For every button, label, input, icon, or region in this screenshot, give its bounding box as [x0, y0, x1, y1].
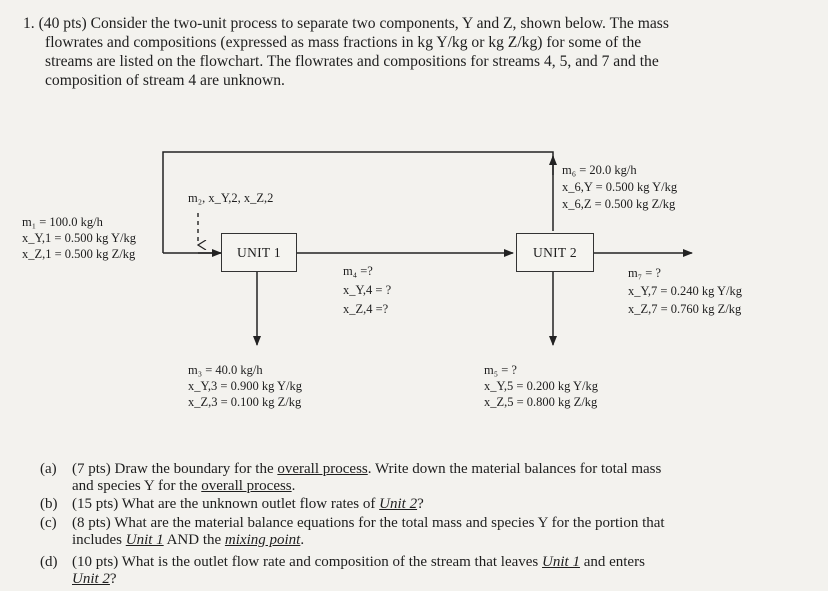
question-b-post: ?	[417, 496, 424, 512]
stream-4-label: m₄ =? x_Y,4 = ? x_Z,4 =?	[343, 262, 391, 319]
stream-3-flow: m₃ = 40.0 kg/h	[188, 363, 263, 377]
question-b: (b) (15 pts) What are the unknown outlet …	[40, 496, 800, 513]
stream-3-xy: x_Y,3 = 0.900 kg Y/kg	[188, 379, 303, 393]
question-c-pre: (8 pts) What are the material balance eq…	[72, 515, 665, 531]
question-c-cont-pre: includes	[72, 532, 126, 548]
stream-5-xz: x_Z,5 = 0.800 kg Z/kg	[484, 395, 598, 409]
unit-1-label: UNIT 1	[237, 244, 281, 260]
stream-4-flow: m₄ =?	[343, 264, 373, 278]
stream-6-xy: x_6,Y = 0.500 kg Y/kg	[562, 180, 678, 194]
stream-5-flow: m₅ = ?	[484, 363, 517, 377]
problem-line-1: Consider the two-unit process to separat…	[90, 15, 669, 32]
stream-3-label: m₃ = 40.0 kg/h x_Y,3 = 0.900 kg Y/kg x_Z…	[188, 362, 302, 410]
stream-1-flow: m₁ = 100.0 kg/h	[22, 215, 103, 229]
problem-points: (40 pts)	[38, 15, 87, 32]
stream-2-label: m₂, x_Y,2, x_Z,2	[188, 190, 273, 206]
question-d-cont-post: ?	[109, 571, 117, 587]
question-a-pre: (7 pts) Draw the boundary for the	[72, 461, 278, 477]
stream-4-xy: x_Y,4 = ?	[343, 283, 392, 297]
unit-2-box: UNIT 2	[516, 233, 594, 272]
stream-6-xz: x_6,Z = 0.500 kg Z/kg	[562, 197, 676, 211]
stream-6-label: m₆ = 20.0 kg/h x_6,Y = 0.500 kg Y/kg x_6…	[562, 162, 677, 213]
question-a-mid: . Write down the material balances for t…	[367, 461, 662, 477]
question-c-underline-2: mixing point	[224, 532, 301, 548]
problem-line-3: streams are listed on the flowchart. The…	[45, 53, 659, 70]
question-a-tag: (a)	[40, 461, 57, 477]
question-b-tag: (b)	[40, 496, 58, 512]
stream-1-label: m₁ = 100.0 kg/h x_Y,1 = 0.500 kg Y/kg x_…	[22, 214, 136, 262]
question-b-underline: Unit 2	[379, 496, 418, 512]
question-a: (a) (7 pts) Draw the boundary for the ove…	[40, 461, 800, 495]
stream-3-xz: x_Z,3 = 0.100 kg Z/kg	[188, 395, 302, 409]
question-a-cont-post: .	[291, 478, 296, 494]
question-d-underline-1: Unit 1	[542, 554, 580, 570]
question-c: (c) (8 pts) What are the material balance…	[40, 515, 800, 549]
stream-6-flow: m₆ = 20.0 kg/h	[562, 163, 637, 177]
problem-statement: 1. (40 pts) Consider the two-unit proces…	[23, 14, 808, 90]
stream-6-recycle-line	[162, 151, 554, 253]
question-c-cont-post: .	[300, 532, 305, 548]
question-d: (d) (10 pts) What is the outlet flow rate…	[40, 554, 800, 588]
problem-line-2: flowrates and compositions (expressed as…	[45, 34, 642, 51]
stream-1-xz: x_Z,1 = 0.500 kg Z/kg	[22, 247, 136, 261]
question-b-pre: (15 pts) What are the unknown outlet flo…	[72, 496, 380, 512]
question-c-tag: (c)	[40, 515, 57, 531]
question-c-underline-1: Unit 1	[125, 532, 164, 548]
problem-line-4: composition of stream 4 are unknown.	[45, 72, 285, 89]
stream-5-label: m₅ = ? x_Y,5 = 0.200 kg Y/kg x_Z,5 = 0.8…	[484, 362, 598, 410]
stream-7-flow: m₇ = ?	[628, 266, 661, 280]
unit-2-label: UNIT 2	[533, 244, 577, 260]
stream-5-xy: x_Y,5 = 0.200 kg Y/kg	[484, 379, 599, 393]
stream-7-label: m₇ = ? x_Y,7 = 0.240 kg Y/kg x_Z,7 = 0.7…	[628, 264, 742, 318]
stream-7-xy: x_Y,7 = 0.240 kg Y/kg	[628, 284, 743, 298]
question-d-pre: (10 pts) What is the outlet flow rate an…	[72, 554, 543, 570]
stream-4-xz: x_Z,4 =?	[343, 302, 389, 316]
question-a-cont-pre: and species Y for the	[72, 478, 202, 494]
question-c-cont-mid: AND the	[163, 532, 225, 548]
question-a-underline-2: overall process	[201, 478, 292, 494]
stream-1-xy: x_Y,1 = 0.500 kg Y/kg	[22, 231, 137, 245]
problem-number: 1.	[23, 15, 35, 32]
question-d-underline-2: Unit 2	[72, 571, 110, 587]
question-a-underline-1: overall process	[277, 461, 368, 477]
stream-2-text: m₂, x_Y,2, x_Z,2	[188, 191, 274, 205]
question-d-post: and enters	[579, 554, 645, 570]
unit-1-box: UNIT 1	[221, 233, 297, 272]
question-d-tag: (d)	[40, 554, 58, 570]
stream-7-xz: x_Z,7 = 0.760 kg Z/kg	[628, 302, 742, 316]
